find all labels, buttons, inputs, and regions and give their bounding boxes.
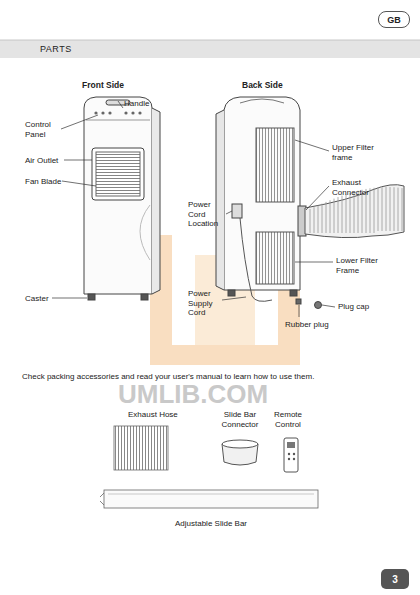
part-name: Rubber plug bbox=[285, 320, 329, 330]
badge-text: 3 bbox=[392, 574, 398, 585]
part-name: Lower Filter Frame bbox=[336, 256, 386, 275]
part-name: Plug cap bbox=[338, 302, 369, 312]
accessory-name: Exhaust Hose bbox=[128, 410, 178, 420]
section-title: PARTS bbox=[40, 44, 72, 54]
language-badge: GB bbox=[378, 11, 410, 28]
accessory-name: Adjustable Slide Bar bbox=[150, 519, 272, 529]
part-name: Fan Blade bbox=[25, 177, 61, 187]
remote-control bbox=[284, 438, 298, 472]
header-bar bbox=[0, 40, 420, 58]
part-name: Handle bbox=[124, 99, 149, 109]
view-heading: Back Side bbox=[242, 80, 283, 90]
view-heading: Front Side bbox=[82, 80, 124, 90]
part-name: Caster bbox=[25, 294, 49, 304]
leader-lines bbox=[52, 101, 335, 317]
back-unit bbox=[216, 97, 322, 309]
part-name: Power Supply Cord bbox=[188, 289, 221, 318]
part-name: Air Outlet bbox=[25, 156, 58, 166]
part-name: Power Cord Location bbox=[188, 200, 226, 229]
part-name: Exhaust Connector bbox=[332, 178, 380, 197]
page-number-box: 3 bbox=[381, 569, 409, 589]
part-name: Control Panel bbox=[25, 120, 60, 139]
adjustable-slide-bar bbox=[100, 490, 318, 508]
front-unit bbox=[84, 97, 160, 300]
exhaust-hose bbox=[114, 426, 168, 470]
accessory-name: Slide Bar Connector bbox=[214, 410, 266, 429]
watermark: UMLIB.COM bbox=[118, 381, 268, 407]
header-rule bbox=[0, 40, 420, 41]
badge-text: GB bbox=[387, 15, 401, 25]
part-name: Upper Filter frame bbox=[332, 143, 380, 162]
slide-bar-connector bbox=[222, 440, 258, 465]
accessory-name: Remote Control bbox=[268, 410, 308, 429]
